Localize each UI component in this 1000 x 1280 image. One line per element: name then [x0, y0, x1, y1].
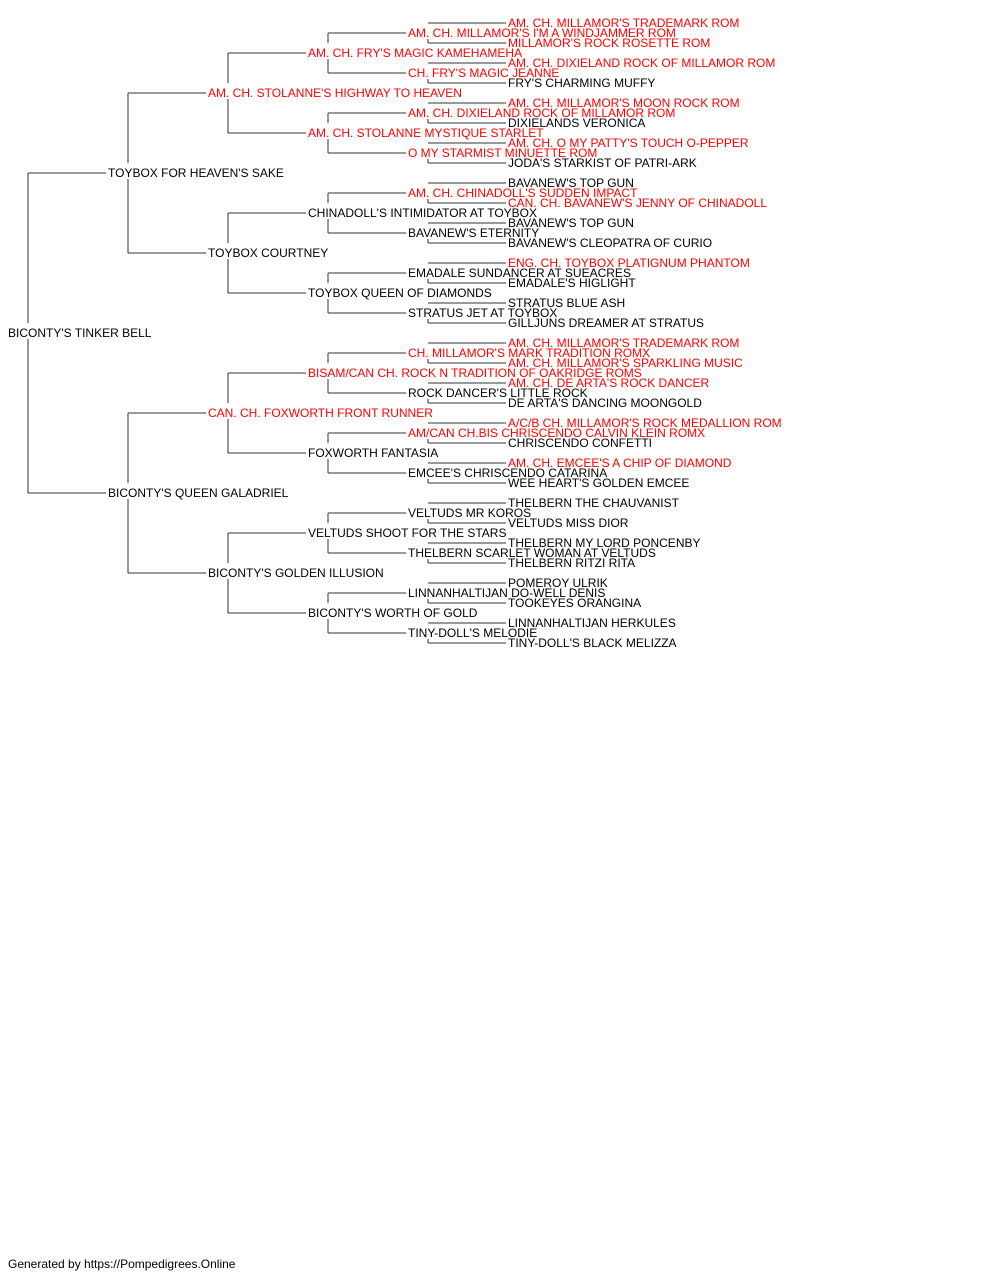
ancestor-name: LINNANHALTIJAN DO-WELL DENIS [408, 586, 605, 600]
ancestor-name: DIXIELANDS VERONICA [508, 116, 645, 130]
ancestor-name: GILLJUNS DREAMER AT STRATUS [508, 316, 704, 330]
ancestor-name: AM. CH. MILLAMOR'S I'M A WINDJAMMER ROM [408, 26, 676, 40]
ancestor-name: TINY-DOLL'S MELODIE [408, 626, 537, 640]
ancestor-name: THELBERN MY LORD PONCENBY [508, 536, 701, 550]
ancestor-name: THELBERN SCARLET WOMAN AT VELTUDS [408, 546, 656, 560]
ancestor-name: EMADALE'S HIGLIGHT [508, 276, 636, 290]
ancestor-name: TOYBOX FOR HEAVEN'S SAKE [108, 166, 284, 180]
ancestor-name: WEE HEART'S GOLDEN EMCEE [508, 476, 689, 490]
ancestor-name: LINNANHALTIJAN HERKULES [508, 616, 676, 630]
ancestor-name: AM. CH. STOLANNE MYSTIQUE STARLET [308, 126, 544, 140]
ancestor-name: BAVANEW'S CLEOPATRA OF CURIO [508, 236, 712, 250]
ancestor-name: TOOKEYES ORANGINA [508, 596, 641, 610]
ancestor-name: MILLAMOR'S ROCK ROSETTE ROM [508, 36, 710, 50]
ancestor-name: THELBERN THE CHAUVANIST [508, 496, 680, 510]
ancestor-name: AM. CH. DIXIELAND ROCK OF MILLAMOR ROM [508, 56, 775, 70]
ancestor-name: BAVANEW'S TOP GUN [508, 176, 634, 190]
ancestor-name: BICONTY'S GOLDEN ILLUSION [208, 566, 384, 580]
ancestor-name: AM. CH. FRY'S MAGIC KAMEHAMEHA [308, 46, 522, 60]
ancestor-name: AM. CH. DIXIELAND ROCK OF MILLAMOR ROM [408, 106, 675, 120]
ancestor-name: BISAM/CAN CH. ROCK N TRADITION OF OAKRID… [308, 366, 642, 380]
ancestor-name: CHRISCENDO CONFETTI [508, 436, 652, 450]
footer-credit: Generated by https://Pompedigrees.Online [8, 1257, 236, 1271]
ancestor-name: CAN. CH. BAVANEW'S JENNY OF CHINADOLL [508, 196, 767, 210]
ancestor-name: POMEROY ULRIK [508, 576, 608, 590]
ancestor-name: CHINADOLL'S INTIMIDATOR AT TOYBOX [308, 206, 537, 220]
ancestor-name: VELTUDS MISS DIOR [508, 516, 629, 530]
ancestor-name: JODA'S STARKIST OF PATRI-ARK [508, 156, 697, 170]
ancestor-name: AM. CH. MILLAMOR'S TRADEMARK ROM [508, 16, 739, 30]
ancestor-name: AM. CH. EMCEE'S A CHIP OF DIAMOND [508, 456, 732, 470]
ancestor-name: CH. MILLAMOR'S MARK TRADITION ROMX [408, 346, 650, 360]
ancestor-name: AM. CH. STOLANNE'S HIGHWAY TO HEAVEN [208, 86, 462, 100]
ancestor-name: EMADALE SUNDANCER AT SUEACRES [408, 266, 631, 280]
ancestor-name: VELTUDS MR KOROS [408, 506, 531, 520]
ancestor-name: AM. CH. CHINADOLL'S SUDDEN IMPACT [408, 186, 638, 200]
ancestor-name: EMCEE'S CHRISCENDO CATARINA [408, 466, 607, 480]
ancestor-name: TOYBOX COURTNEY [208, 246, 328, 260]
ancestor-name: AM. CH. MILLAMOR'S SPARKLING MUSIC [508, 356, 743, 370]
ancestor-name: TINY-DOLL'S BLACK MELIZZA [508, 636, 677, 650]
ancestor-name: BICONTY'S QUEEN GALADRIEL [108, 486, 289, 500]
ancestor-name: ENG. CH. TOYBOX PLATIGNUM PHANTOM [508, 256, 750, 270]
subject-dog-name: BICONTY'S TINKER BELL [8, 326, 152, 340]
ancestor-name: VELTUDS SHOOT FOR THE STARS [308, 526, 506, 540]
ancestor-name: CAN. CH. FOXWORTH FRONT RUNNER [208, 406, 433, 420]
ancestor-name: TOYBOX QUEEN OF DIAMONDS [308, 286, 492, 300]
ancestor-name: STRATUS BLUE ASH [508, 296, 625, 310]
ancestor-name: ROCK DANCER'S LITTLE ROCK [408, 386, 588, 400]
ancestor-name: CH. FRY'S MAGIC JEANNE [408, 66, 559, 80]
ancestor-name: O MY STARMIST MINUETTE ROM [408, 146, 597, 160]
ancestor-name: BAVANEW'S ETERNITY [408, 226, 539, 240]
ancestor-name: STRATUS JET AT TOYBOX [408, 306, 557, 320]
ancestor-name: AM. CH. MILLAMOR'S MOON ROCK ROM [508, 96, 740, 110]
ancestor-name: BAVANEW'S TOP GUN [508, 216, 634, 230]
ancestor-name: AM. CH. O MY PATTY'S TOUCH O-PEPPER [508, 136, 749, 150]
ancestor-name: AM/CAN CH.BIS CHRISCENDO CALVIN KLEIN RO… [408, 426, 705, 440]
ancestor-name: DE ARTA'S DANCING MOONGOLD [508, 396, 702, 410]
ancestor-name: BICONTY'S WORTH OF GOLD [308, 606, 478, 620]
ancestor-name: FOXWORTH FANTASIA [308, 446, 438, 460]
ancestor-name: A/C/B CH. MILLAMOR'S ROCK MEDALLION ROM [508, 416, 782, 430]
ancestor-name: AM. CH. DE ARTA'S ROCK DANCER [508, 376, 710, 390]
ancestor-name: AM. CH. MILLAMOR'S TRADEMARK ROM [508, 336, 739, 350]
ancestor-name: THELBERN RITZI RITA [508, 556, 635, 570]
ancestor-name: FRY'S CHARMING MUFFY [508, 76, 655, 90]
